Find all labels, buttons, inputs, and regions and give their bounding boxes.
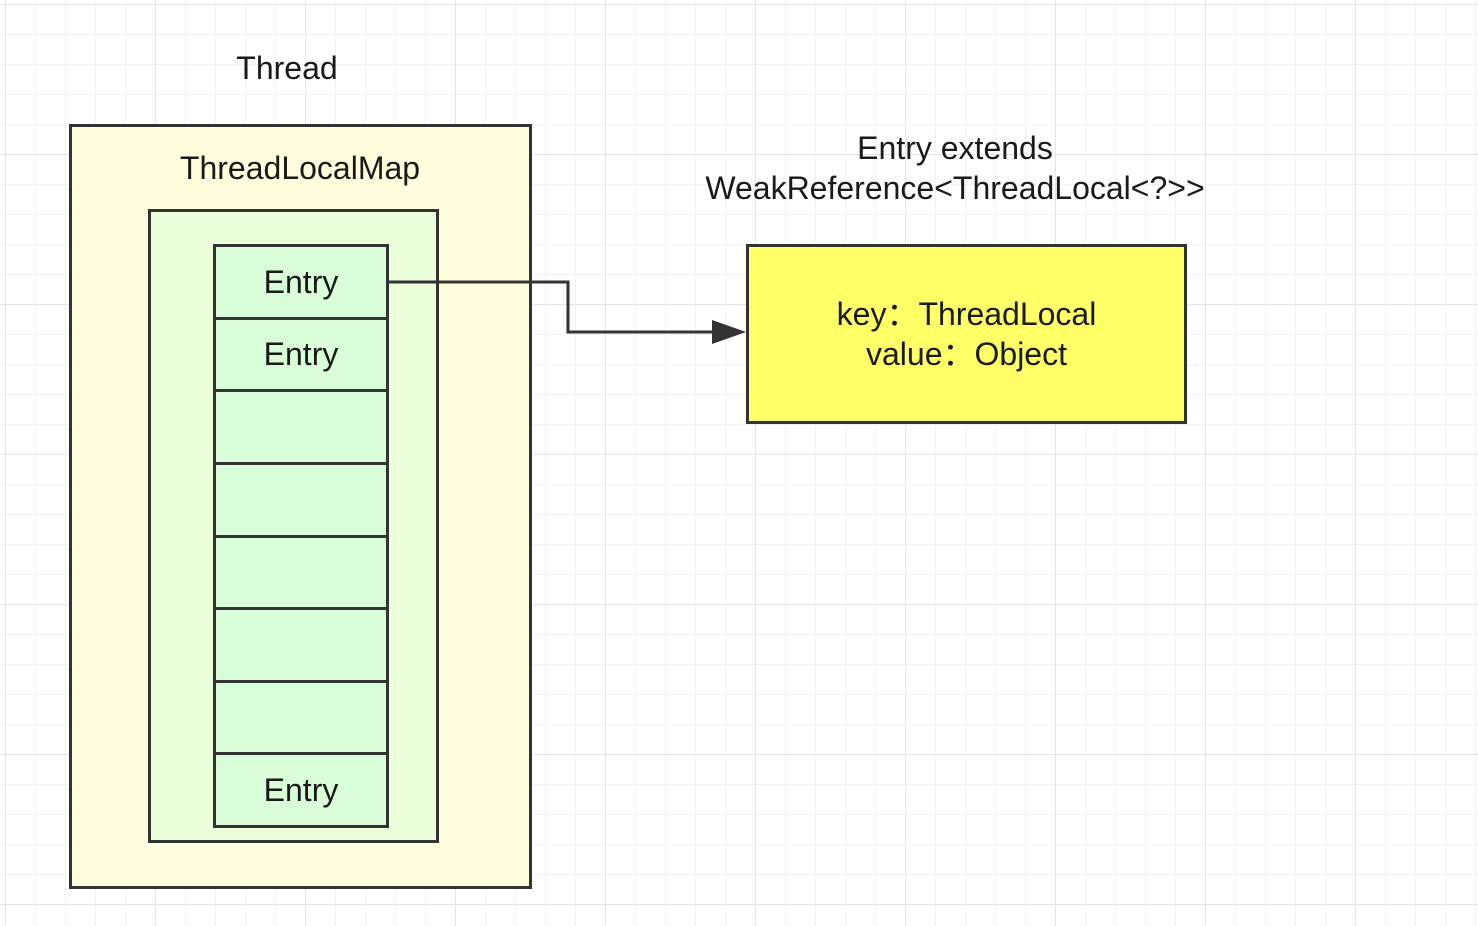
entry-extends-line-2: WeakReference<ThreadLocal<?>>	[705, 170, 1205, 206]
entry-slot-1[interactable]: Entry	[216, 316, 386, 390]
entry-slot-3[interactable]	[216, 461, 386, 535]
entry-extends-label: Entry extends WeakReference<ThreadLocal<…	[660, 128, 1250, 208]
entry-table: Entry Entry Entry	[213, 244, 389, 828]
entry-slot-0[interactable]: Entry	[216, 247, 386, 317]
entry-slot-7[interactable]: Entry	[216, 752, 386, 825]
entry-extends-line-1: Entry extends	[857, 130, 1053, 166]
threadlocalmap-label: ThreadLocalMap	[179, 150, 421, 186]
entry-key-text: key：ThreadLocal	[836, 296, 1097, 332]
entry-value-text: value：Object	[866, 336, 1067, 372]
thread-label: Thread	[236, 50, 338, 86]
arrowhead-icon	[712, 320, 746, 344]
reference-arrow-line	[389, 280, 714, 334]
entry-slot-6[interactable]	[216, 679, 386, 753]
entry-detail-box[interactable]: key：ThreadLocal value：Object	[746, 244, 1187, 424]
entry-slot-4[interactable]	[216, 534, 386, 608]
entry-slot-2[interactable]	[216, 389, 386, 462]
entry-slot-5[interactable]	[216, 607, 386, 680]
